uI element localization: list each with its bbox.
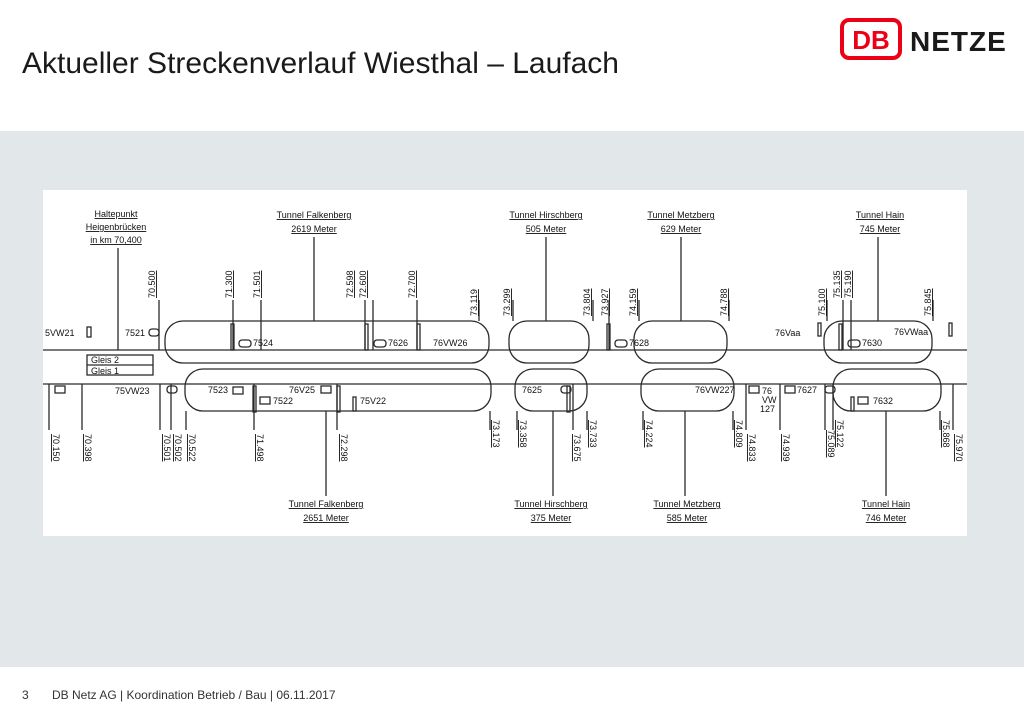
km-bottom-label: 70.398 [83, 434, 93, 462]
signal-label: VW [762, 395, 777, 405]
label-tunnel-hain-top-name: Tunnel Hain [856, 210, 904, 220]
signal-label: 7630 [862, 338, 882, 348]
km-bottom-label: 72.298 [339, 434, 349, 462]
km-bottom-label: 74.939 [781, 434, 791, 462]
label-tunnel-hain-bottom-name: Tunnel Hain [862, 499, 910, 509]
label-gleis-1: Gleis 1 [91, 366, 119, 376]
signal-label: 76VW26 [433, 338, 468, 348]
label-gleis-2: Gleis 2 [91, 355, 119, 365]
label-tunnel-hirschberg-bottom-name: Tunnel Hirschberg [514, 499, 587, 509]
km-bottom-label: 73.173 [491, 420, 501, 448]
label-haltepunkt-line2: Heigenbrücken [86, 222, 147, 232]
tunnel-falkenberg-lower [184, 368, 492, 412]
km-bottom-label: 71.498 [255, 434, 265, 462]
signal-label: 75VW23 [115, 386, 150, 396]
tunnel-metzberg-lower [640, 368, 735, 412]
signal-label: 7627 [797, 385, 817, 395]
km-top-label: 71.300 [224, 270, 234, 298]
km-top-label: 73.119 [469, 289, 479, 316]
label-tunnel-hain-bottom-length: 746 Meter [866, 513, 907, 523]
signal-label: 7628 [629, 338, 649, 348]
signal-label: 7523 [208, 385, 228, 395]
signal-label: 76V25 [289, 385, 315, 395]
signal-label: 127 [760, 404, 775, 414]
page-number: 3 [22, 688, 29, 702]
signal-label: 76VWaa [894, 327, 928, 337]
track-diagram-svg: Haltepunkt Heigenbrücken in km 70,400 Tu… [43, 209, 967, 523]
km-top-label: 73.804 [582, 288, 592, 316]
km-bottom-label: 73.733 [588, 420, 598, 448]
label-tunnel-falkenberg-top-length: 2619 Meter [291, 224, 337, 234]
label-tunnel-hain-top-length: 745 Meter [860, 224, 901, 234]
km-top-label: 75.100 [817, 288, 827, 316]
label-tunnel-metzberg-bottom-name: Tunnel Metzberg [653, 499, 720, 509]
tunnel-hirschberg-upper [508, 320, 590, 364]
signal-label: 7625 [522, 385, 542, 395]
page-title: Aktueller Streckenverlauf Wiesthal – Lau… [22, 47, 619, 80]
label-tunnel-metzberg-top-name: Tunnel Metzberg [647, 210, 714, 220]
km-top-label: 75.135 [832, 270, 842, 298]
track-diagram: Haltepunkt Heigenbrücken in km 70,400 Tu… [43, 190, 967, 536]
signal-label: 7522 [273, 396, 293, 406]
label-tunnel-falkenberg-bottom-name: Tunnel Falkenberg [289, 499, 364, 509]
signal-label: 7524 [253, 338, 273, 348]
signal-label: 7521 [125, 328, 145, 338]
km-top-label: 72.598 [345, 270, 355, 298]
netze-logo-text: NETZE [910, 26, 1007, 57]
km-top-label: 72.600 [358, 270, 368, 298]
km-bottom-label: 70.501 [162, 434, 172, 462]
km-bottom-label: 75.868 [941, 420, 951, 448]
db-netze-logo: DB NETZE [840, 18, 1007, 60]
km-top-label: 73.299 [502, 288, 512, 316]
km-top-label: 75.190 [843, 270, 853, 298]
db-logo-text: DB [852, 25, 890, 55]
km-top-label: 73.927 [600, 288, 610, 316]
tunnel-falkenberg-upper [164, 320, 490, 364]
km-bottom-label: 70.150 [51, 434, 61, 462]
km-bottom-label: 73.358 [518, 420, 528, 448]
km-bottom-label: 74.224 [644, 420, 654, 448]
label-tunnel-hirschberg-top-name: Tunnel Hirschberg [509, 210, 582, 220]
signal-label: 7626 [388, 338, 408, 348]
label-tunnel-hirschberg-top-length: 505 Meter [526, 224, 567, 234]
label-tunnel-falkenberg-top-name: Tunnel Falkenberg [277, 210, 352, 220]
km-bottom-label: 75.089 [826, 430, 836, 458]
footer-text: DB Netz AG | Koordination Betrieb / Bau … [52, 688, 336, 702]
km-bottom-label: 74.809 [734, 420, 744, 448]
label-tunnel-falkenberg-bottom-length: 2651 Meter [303, 513, 349, 523]
label-tunnel-metzberg-bottom-length: 585 Meter [667, 513, 708, 523]
km-bottom-label: 74.833 [747, 434, 757, 462]
km-bottom-label: 75.970 [954, 434, 964, 462]
km-top-label: 72.700 [407, 270, 417, 298]
tunnel-hirschberg-lower [514, 368, 588, 412]
km-top-label: 74.159 [628, 288, 638, 316]
label-tunnel-metzberg-top-length: 629 Meter [661, 224, 702, 234]
km-top-label: 75.845 [923, 288, 933, 316]
km-bottom-label: 73.675 [572, 434, 582, 462]
km-top-label: 70.500 [147, 270, 157, 298]
signal-label: 5VW21 [45, 328, 75, 338]
signal-label: 76 [762, 386, 772, 396]
label-haltepunkt-line3: in km 70,400 [90, 235, 142, 245]
label-tunnel-hirschberg-bottom-length: 375 Meter [531, 513, 572, 523]
km-top-label: 71.501 [252, 270, 262, 298]
signal-label: 75V22 [360, 396, 386, 406]
km-bottom-label: 70.522 [187, 434, 197, 462]
km-bottom-label: 70.502 [173, 434, 183, 462]
signal-label: 7632 [873, 396, 893, 406]
km-bottom-label: 75.122 [835, 420, 845, 448]
signal-label: 76VW227 [695, 385, 735, 395]
km-top-label: 74.788 [719, 288, 729, 316]
signal-label: 76Vaa [775, 328, 800, 338]
label-haltepunkt-line1: Haltepunkt [94, 209, 138, 219]
